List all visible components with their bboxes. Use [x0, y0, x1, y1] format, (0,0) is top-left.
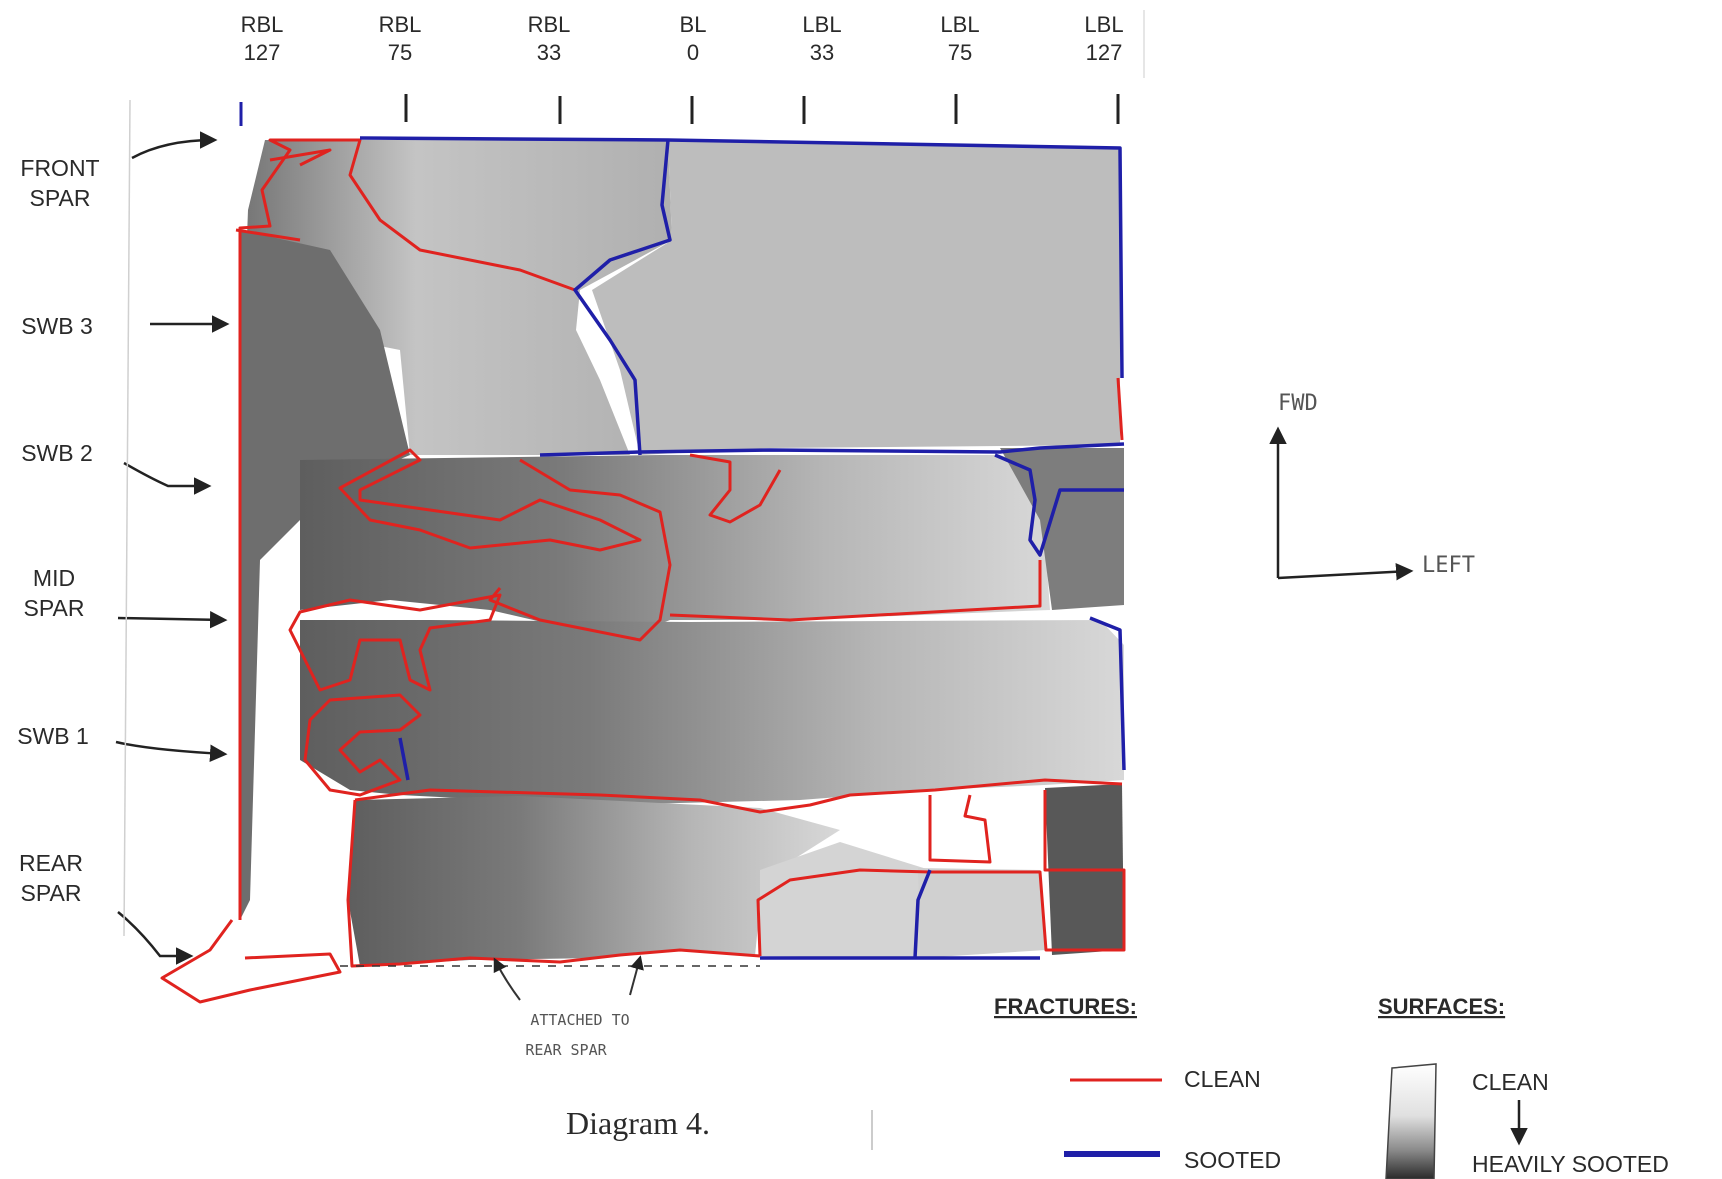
- fracture-sooted: [359, 136, 1124, 379]
- fracture-clean: [288, 593, 502, 692]
- station-label: 75: [388, 40, 412, 65]
- fracture-clean: [756, 790, 1126, 957]
- fracture-sooted: [994, 453, 1124, 557]
- station-labels: RBL 127 RBL 75 RBL 33 BL 0 LBL 33 LBL 75…: [241, 12, 1124, 65]
- station-label: 75: [948, 40, 972, 65]
- left-axis: [1277, 563, 1414, 581]
- row-arrow: [117, 610, 228, 629]
- row-labels: FRONT SPAR SWB 3 SWB 2 MID SPAR SWB 1 RE…: [17, 155, 99, 906]
- fracture-sooted: [573, 139, 672, 456]
- station-label: 127: [244, 40, 281, 65]
- left-scan-edge: [123, 99, 131, 937]
- row-arrow: [123, 461, 212, 495]
- legend-sooted-label: SOOTED: [1184, 1147, 1281, 1173]
- station-label: 33: [537, 40, 561, 65]
- panel-mid-band: [300, 455, 1050, 640]
- panel-lower: [300, 620, 1124, 805]
- panel-rear-right: [918, 868, 1046, 958]
- station-label: BL: [680, 12, 707, 37]
- fracture-clean: [488, 458, 672, 642]
- panel-forward-left: [245, 140, 672, 455]
- station-label: LBL: [1084, 12, 1123, 37]
- legend: FRACTURES: CLEAN SOOTED SURFACES: CLEAN …: [994, 994, 1669, 1179]
- row-arrows: [115, 131, 230, 965]
- station-label: RBL: [241, 12, 284, 37]
- fracture-clean: [338, 448, 642, 552]
- row-label: FRONT: [20, 155, 99, 181]
- row-label: SWB 3: [21, 313, 93, 339]
- panel-rear-left: [348, 796, 840, 966]
- orientation-axes: FWD LEFT: [1269, 391, 1475, 581]
- row-label: SPAR: [30, 185, 91, 211]
- fracture-sooted: [539, 442, 1125, 457]
- fracture-clean: [160, 919, 342, 1004]
- row-arrow: [117, 911, 194, 965]
- clean-fractures: [160, 138, 1126, 1004]
- annotation-text: REAR SPAR: [525, 1041, 607, 1059]
- surface-clean-label: CLEAN: [1472, 1069, 1549, 1095]
- surface-sooted-label: HEAVILY SOOTED: [1472, 1151, 1669, 1177]
- fracture-clean: [1116, 377, 1124, 441]
- row-label: SWB 1: [17, 723, 89, 749]
- diagram-caption: Diagram 4.: [566, 1105, 710, 1141]
- wreckage-panels: [240, 140, 1124, 966]
- surface-gradient-swatch: [1385, 1063, 1437, 1179]
- legend-clean-label: CLEAN: [1184, 1066, 1261, 1092]
- panel-forward-right: [592, 140, 1120, 455]
- fwd-label: FWD: [1278, 391, 1318, 416]
- station-label: RBL: [528, 12, 571, 37]
- sooted-fractures: [359, 136, 1126, 960]
- fracture-sooted: [1089, 616, 1126, 771]
- annotation-text: ATTACHED TO: [530, 1011, 629, 1029]
- annotation-leader: [493, 957, 521, 1001]
- station-label: 127: [1086, 40, 1123, 65]
- left-label: LEFT: [1422, 553, 1475, 578]
- fracture-clean: [669, 560, 1042, 622]
- row-arrow: [115, 740, 228, 762]
- row-label: SPAR: [21, 880, 82, 906]
- fracture-clean: [238, 138, 576, 920]
- row-label: SPAR: [24, 595, 85, 621]
- station-label: LBL: [802, 12, 841, 37]
- fracture-clean: [346, 799, 761, 968]
- fracture-clean: [303, 693, 422, 797]
- row-label: MID: [33, 565, 75, 591]
- fracture-clean: [928, 794, 992, 864]
- annotation-leader: [629, 955, 644, 996]
- row-arrow: [131, 131, 218, 160]
- station-label: RBL: [379, 12, 422, 37]
- surfaces-legend-title: SURFACES:: [1378, 994, 1505, 1019]
- fracture-sooted: [913, 869, 932, 959]
- fracture-clean: [235, 148, 332, 242]
- row-label: SWB 2: [21, 440, 93, 466]
- panel-left-strip: [240, 230, 410, 920]
- station-ticks: [239, 94, 1120, 126]
- fracture-sooted: [398, 737, 410, 781]
- station-label: 0: [687, 40, 699, 65]
- fracture-clean: [354, 778, 1123, 814]
- fracture-clean: [689, 453, 782, 524]
- fractures-legend-title: FRACTURES:: [994, 994, 1137, 1019]
- station-label: 33: [810, 40, 834, 65]
- station-label: LBL: [940, 12, 979, 37]
- row-label: REAR: [19, 850, 83, 876]
